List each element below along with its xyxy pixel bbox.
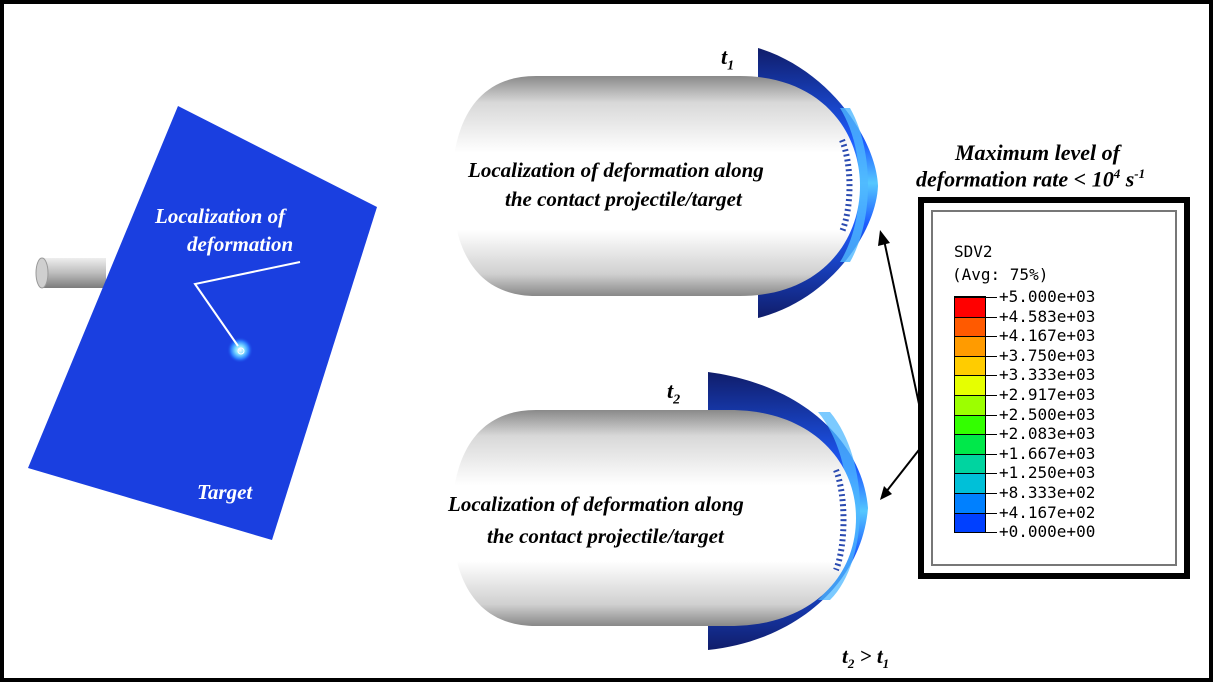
legend-band xyxy=(955,434,985,455)
left-localization-label-2: deformation xyxy=(187,232,294,256)
legend-band xyxy=(955,395,985,416)
left-localization-label-1: Localization of xyxy=(155,204,286,228)
legend-title-line1: Maximum level of xyxy=(955,140,1120,165)
legend-band xyxy=(955,512,985,533)
target-plate xyxy=(28,106,377,540)
legend-value-label: +8.333e+02 xyxy=(999,483,1096,502)
legend-tick xyxy=(955,316,997,318)
time-label-t2: t2 xyxy=(667,378,681,408)
legend-averaging: (Avg: 75%) xyxy=(952,265,1049,284)
legend-value-label: +0.000e+00 xyxy=(999,522,1096,542)
leader-line-left xyxy=(193,261,301,347)
legend-title-line2: deformation rate < 104 s-1 xyxy=(916,166,1146,192)
legend-value-label: +1.667e+03 xyxy=(999,443,1096,463)
arrow-to-bottom xyxy=(880,445,923,500)
bottom-caption-line2: the contact projectile/target xyxy=(487,524,724,548)
bottom-projectile xyxy=(452,372,868,650)
legend-variable: SDV2 xyxy=(954,242,993,261)
legend-value-label: +4.583e+03 xyxy=(999,306,1096,326)
legend-tick xyxy=(955,395,997,396)
time-label-t1: t1 xyxy=(721,44,735,74)
legend-band xyxy=(955,316,985,337)
legend-value-label: +4.167e+03 xyxy=(999,326,1096,346)
top-projectile xyxy=(452,48,878,318)
legend-band xyxy=(955,297,985,318)
arrow-to-top xyxy=(878,230,923,419)
legend-tick xyxy=(955,512,997,514)
legend-value-label: +2.500e+03 xyxy=(999,404,1096,424)
legend-value-label: +5.000e+03 xyxy=(999,287,1096,306)
legend-tick xyxy=(955,336,997,338)
top-caption-line1: Localization of deformation along xyxy=(468,158,764,182)
projectile-rod xyxy=(35,257,106,289)
legend-value-label: +3.333e+03 xyxy=(999,365,1096,385)
legend-tick xyxy=(955,493,997,494)
legend-band xyxy=(955,375,985,396)
legend-tick xyxy=(955,414,997,416)
bottom-caption-line1: Localization of deformation along xyxy=(448,492,744,516)
legend-band xyxy=(955,414,985,435)
time-comparison: t2 > t1 xyxy=(842,644,890,672)
legend-band xyxy=(955,355,985,376)
legend-band xyxy=(955,493,985,514)
legend-value-label: +1.250e+03 xyxy=(999,463,1096,483)
legend-value-label: +3.750e+03 xyxy=(999,345,1096,365)
legend-band xyxy=(955,336,985,357)
legend-tick xyxy=(955,473,997,475)
legend-tick xyxy=(955,434,997,436)
legend-tick xyxy=(955,375,997,377)
impact-spot xyxy=(227,337,253,363)
target-label: Target xyxy=(197,480,253,504)
legend-band xyxy=(955,453,985,474)
legend-value-label: +2.083e+03 xyxy=(999,424,1096,444)
legend-value-label: +2.917e+03 xyxy=(999,385,1096,404)
legend-value-label: +4.167e+02 xyxy=(999,502,1096,522)
legend-inner-frame xyxy=(931,210,1177,566)
legend-tick xyxy=(955,453,997,455)
legend-tick xyxy=(955,355,997,357)
legend-tick xyxy=(955,297,997,298)
top-caption-line2: the contact projectile/target xyxy=(505,187,742,211)
legend-band xyxy=(955,473,985,494)
legend-tick xyxy=(955,532,997,534)
